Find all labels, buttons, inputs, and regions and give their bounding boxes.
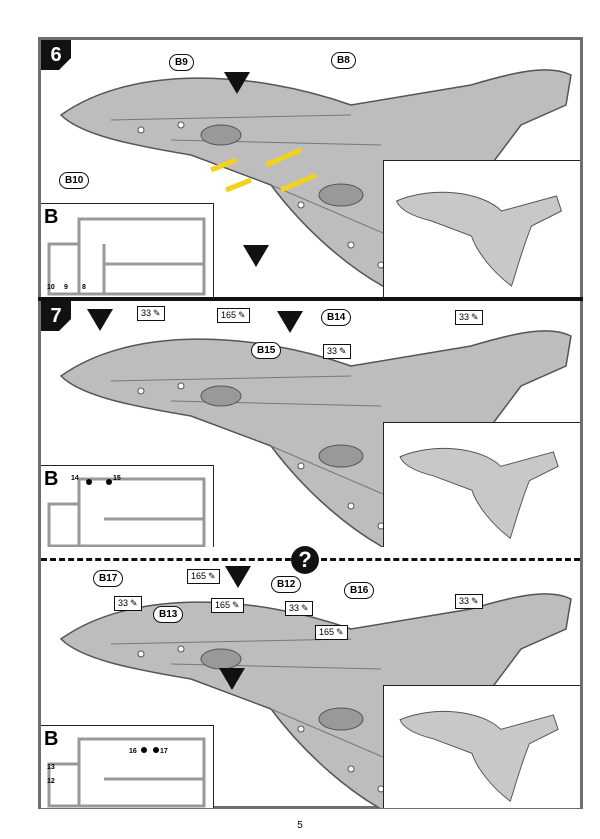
assembled-aircraft-view	[389, 171, 574, 291]
part-label-b14: B14	[321, 309, 352, 326]
glue-warning-icon	[224, 72, 250, 94]
part-label-b9: B9	[169, 54, 194, 71]
sprue-part-number: 16	[129, 748, 137, 755]
page-frame	[38, 37, 583, 809]
paint-callout: 33	[137, 306, 165, 321]
paint-callout: 33	[323, 344, 351, 359]
sprue-b-diagram: B 14 15	[41, 465, 214, 547]
paint-callout: 33	[285, 601, 313, 616]
yellow-glue-marks	[210, 147, 317, 193]
sprue-frame	[47, 477, 206, 547]
part-label-b17: B17	[93, 570, 124, 587]
paint-callout: 165	[315, 625, 348, 640]
paint-callout: 33	[114, 596, 142, 611]
paint-callout: 165	[211, 598, 244, 613]
optional-step-icon: ?	[291, 546, 319, 574]
sprue-b-diagram: B 13 12 16 17	[41, 725, 214, 808]
step-divider	[38, 297, 583, 301]
assembled-aircraft-view	[389, 691, 574, 806]
part-label-b13: B13	[153, 606, 184, 623]
part-label-b8: B8	[331, 52, 356, 69]
optional-step-panel: B17 B13 B12 B16 165 33 165 33 165 33 B 1…	[41, 564, 580, 808]
sprue-part-number: 17	[160, 748, 168, 755]
result-inset	[383, 160, 580, 297]
sprue-part-number: 13	[47, 764, 55, 771]
paint-callout: 165	[187, 569, 220, 584]
sprue-part-number: 14	[71, 475, 79, 482]
paint-callout: 165	[217, 308, 250, 323]
sprue-letter: B	[44, 728, 59, 750]
page-number: 5	[297, 820, 303, 831]
glue-warning-icon	[87, 309, 113, 331]
sprue-letter: B	[44, 468, 59, 490]
paint-callout: 33	[455, 310, 483, 325]
glue-warning-icon	[219, 668, 245, 690]
step-6-panel: 6 B9 B8 B10 B 10 9 8	[41, 40, 580, 297]
sprue-frame	[47, 217, 206, 296]
part-label-b15: B15	[251, 342, 282, 359]
part-label-b16: B16	[344, 582, 375, 599]
sprue-part-number: 10	[47, 284, 55, 291]
glue-warning-icon	[277, 311, 303, 333]
part-label-b10: B10	[59, 172, 90, 189]
sprue-part-number: 9	[64, 284, 68, 291]
result-inset	[383, 422, 580, 547]
step-7-panel: 7 33 165 B14 B15 33 33 B 14 15	[41, 301, 580, 547]
sprue-b-diagram: B 10 9 8	[41, 203, 214, 297]
glue-warning-icon	[225, 566, 251, 588]
assembled-aircraft-view	[389, 428, 574, 543]
sprue-part-number: 15	[113, 475, 121, 482]
paint-callout: 33	[455, 594, 483, 609]
result-inset	[383, 685, 580, 808]
sprue-part-number: 8	[82, 284, 86, 291]
glue-warning-icon	[243, 245, 269, 267]
sprue-letter: B	[44, 206, 59, 228]
sprue-frame	[47, 737, 206, 808]
part-label-b12: B12	[271, 576, 302, 593]
sprue-part-number: 12	[47, 778, 55, 785]
